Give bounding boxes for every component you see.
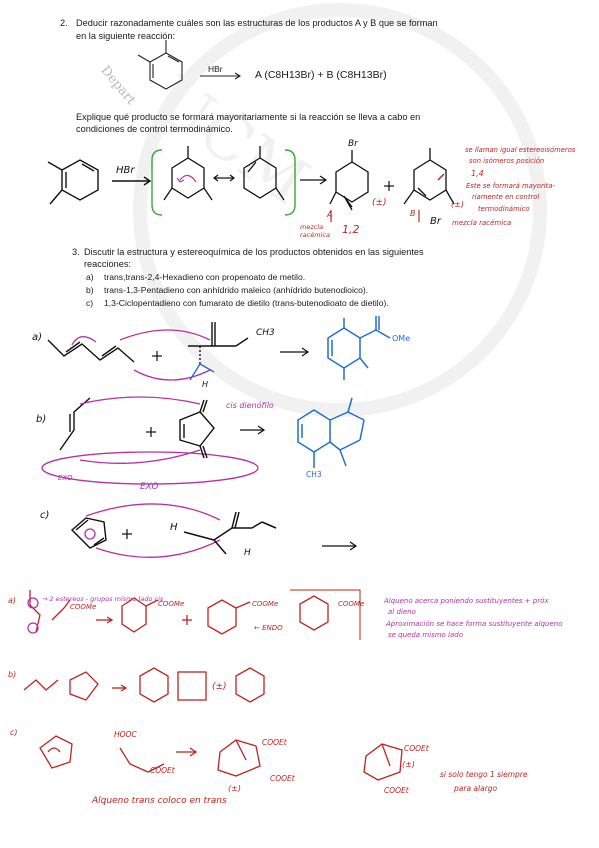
q2-explain-line1: Explique qué producto se formará mayorit… bbox=[76, 112, 421, 122]
q2-hw-a-12: 1,2 bbox=[342, 223, 360, 236]
red-a-cooh2: COOMe bbox=[158, 600, 185, 608]
red-c-label: c) bbox=[10, 728, 18, 737]
q3-item-c-letter: c) bbox=[86, 298, 94, 308]
q2-hw-label-b: B bbox=[410, 209, 416, 218]
red-a-label: a) bbox=[8, 596, 17, 605]
red-c-racemic2: (±) bbox=[402, 760, 415, 769]
q2-text-line2: en la siguiente reacción: bbox=[76, 31, 176, 41]
q2-hw-mezcla-b: mezcla racémica bbox=[452, 219, 512, 227]
red-a-text2: al dieno bbox=[388, 608, 416, 616]
red-a-cooh3: COOMe bbox=[252, 600, 279, 608]
q2-products: A (C8H13Br) + B (C8H13Br) bbox=[255, 69, 387, 81]
red-c-bottom: Alqueno trans coloco en trans bbox=[92, 796, 227, 806]
q2-hw-note1: se llaman igual estereoisómeros bbox=[465, 146, 576, 154]
q2-hw-note2: son isómeros posición bbox=[469, 157, 545, 165]
q3-hw-a-ome: OMe bbox=[392, 334, 411, 343]
red-c-note2: para alargo bbox=[454, 784, 498, 793]
q2-hw-racemic-a: (±) bbox=[372, 198, 387, 208]
q2-reagent: HBr bbox=[208, 64, 223, 74]
q3-number: 3. bbox=[72, 247, 80, 257]
q3-item-a-text: trans,trans-2,4-Hexadieno con propenoato… bbox=[104, 272, 306, 282]
q2-hw-br-b: Br bbox=[430, 216, 441, 227]
q3-hw-b-exo2: EXO bbox=[140, 482, 159, 492]
red-a-note: → 2 estereos - grupos mismo lado cis bbox=[42, 595, 164, 603]
q3-hw-c-hh: H bbox=[244, 548, 251, 558]
q3-item-c-text: 1,3-Ciclopentadieno con fumarato de diet… bbox=[104, 298, 389, 308]
q2-text-line1: Deducir razonadamente cuáles son las est… bbox=[76, 18, 438, 28]
red-a-endo: ← ENDO bbox=[254, 624, 283, 632]
q2-hw-label-a: A bbox=[327, 210, 333, 219]
q3-hw-b-ch3: CH3 bbox=[306, 470, 322, 479]
q3-hw-b-label: b) bbox=[36, 414, 47, 425]
q3-hw-a-label: a) bbox=[32, 332, 43, 343]
q3-hw-b-exo1: EXO bbox=[58, 474, 73, 482]
red-c-hooc: HOOC bbox=[114, 730, 137, 739]
q3-hw-c-label: c) bbox=[40, 510, 50, 521]
red-c-note1: si solo tengo 1 siempre bbox=[440, 770, 528, 779]
q3-hw-a-ch3: CH3 bbox=[256, 328, 275, 338]
red-c-cooet1: COOEt bbox=[150, 766, 175, 775]
q2-explain-line2: condiciones de control termodinámico. bbox=[76, 124, 233, 134]
q2-hw-note5: riamente en control bbox=[472, 193, 540, 201]
q2-hw-note6: termodinámico bbox=[478, 205, 530, 213]
red-a-text4: se queda mismo lado bbox=[388, 631, 464, 639]
q3-item-a-letter: a) bbox=[86, 272, 94, 282]
q3-text-line2: reacciones: bbox=[84, 259, 131, 269]
q3-item-b-letter: b) bbox=[86, 285, 94, 295]
q3-hw-b-cis: cis dienófilo bbox=[226, 401, 274, 410]
q3-hw-a-h: H bbox=[202, 380, 209, 389]
red-a-text3: Aproximación se hace forma sustituyente … bbox=[386, 620, 563, 628]
q2-hw-reagent: HBr bbox=[116, 165, 135, 176]
red-a-text1: Alqueno acerca poniendo sustituyentes + … bbox=[384, 597, 549, 605]
q3-item-b-text: trans-1,3-Pentadieno con anhídrido malei… bbox=[104, 285, 369, 295]
red-c-racemic1: (±) bbox=[228, 784, 241, 793]
red-c-cooet4: COOEt bbox=[404, 744, 429, 753]
q2-hw-note3: 1,4 bbox=[471, 169, 484, 178]
red-c-cooet3: COOEt bbox=[270, 774, 295, 783]
red-a-cooh1: COOMe bbox=[70, 603, 97, 611]
red-a-cooh4: COOMe bbox=[338, 600, 365, 608]
q2-hw-mezcla-a: mezcla racémica bbox=[300, 223, 330, 239]
q2-number: 2. bbox=[60, 18, 68, 28]
red-c-cooet2: COOEt bbox=[262, 738, 287, 747]
q3-text-line1: Discutir la estructura y estereoquímica … bbox=[84, 247, 424, 257]
q3-hw-c-h: H bbox=[170, 522, 178, 533]
red-b-racemic: (±) bbox=[212, 682, 227, 692]
q2-hw-br-a: Br bbox=[348, 139, 358, 149]
red-b-label: b) bbox=[8, 670, 17, 679]
q2-hw-note4: Este se formará mayorita- bbox=[466, 182, 555, 190]
q2-hw-racemic-b: (±) bbox=[451, 200, 464, 209]
red-c-cooet5: COOEt bbox=[384, 786, 409, 795]
watermark-logo: UCM bbox=[90, 0, 590, 420]
